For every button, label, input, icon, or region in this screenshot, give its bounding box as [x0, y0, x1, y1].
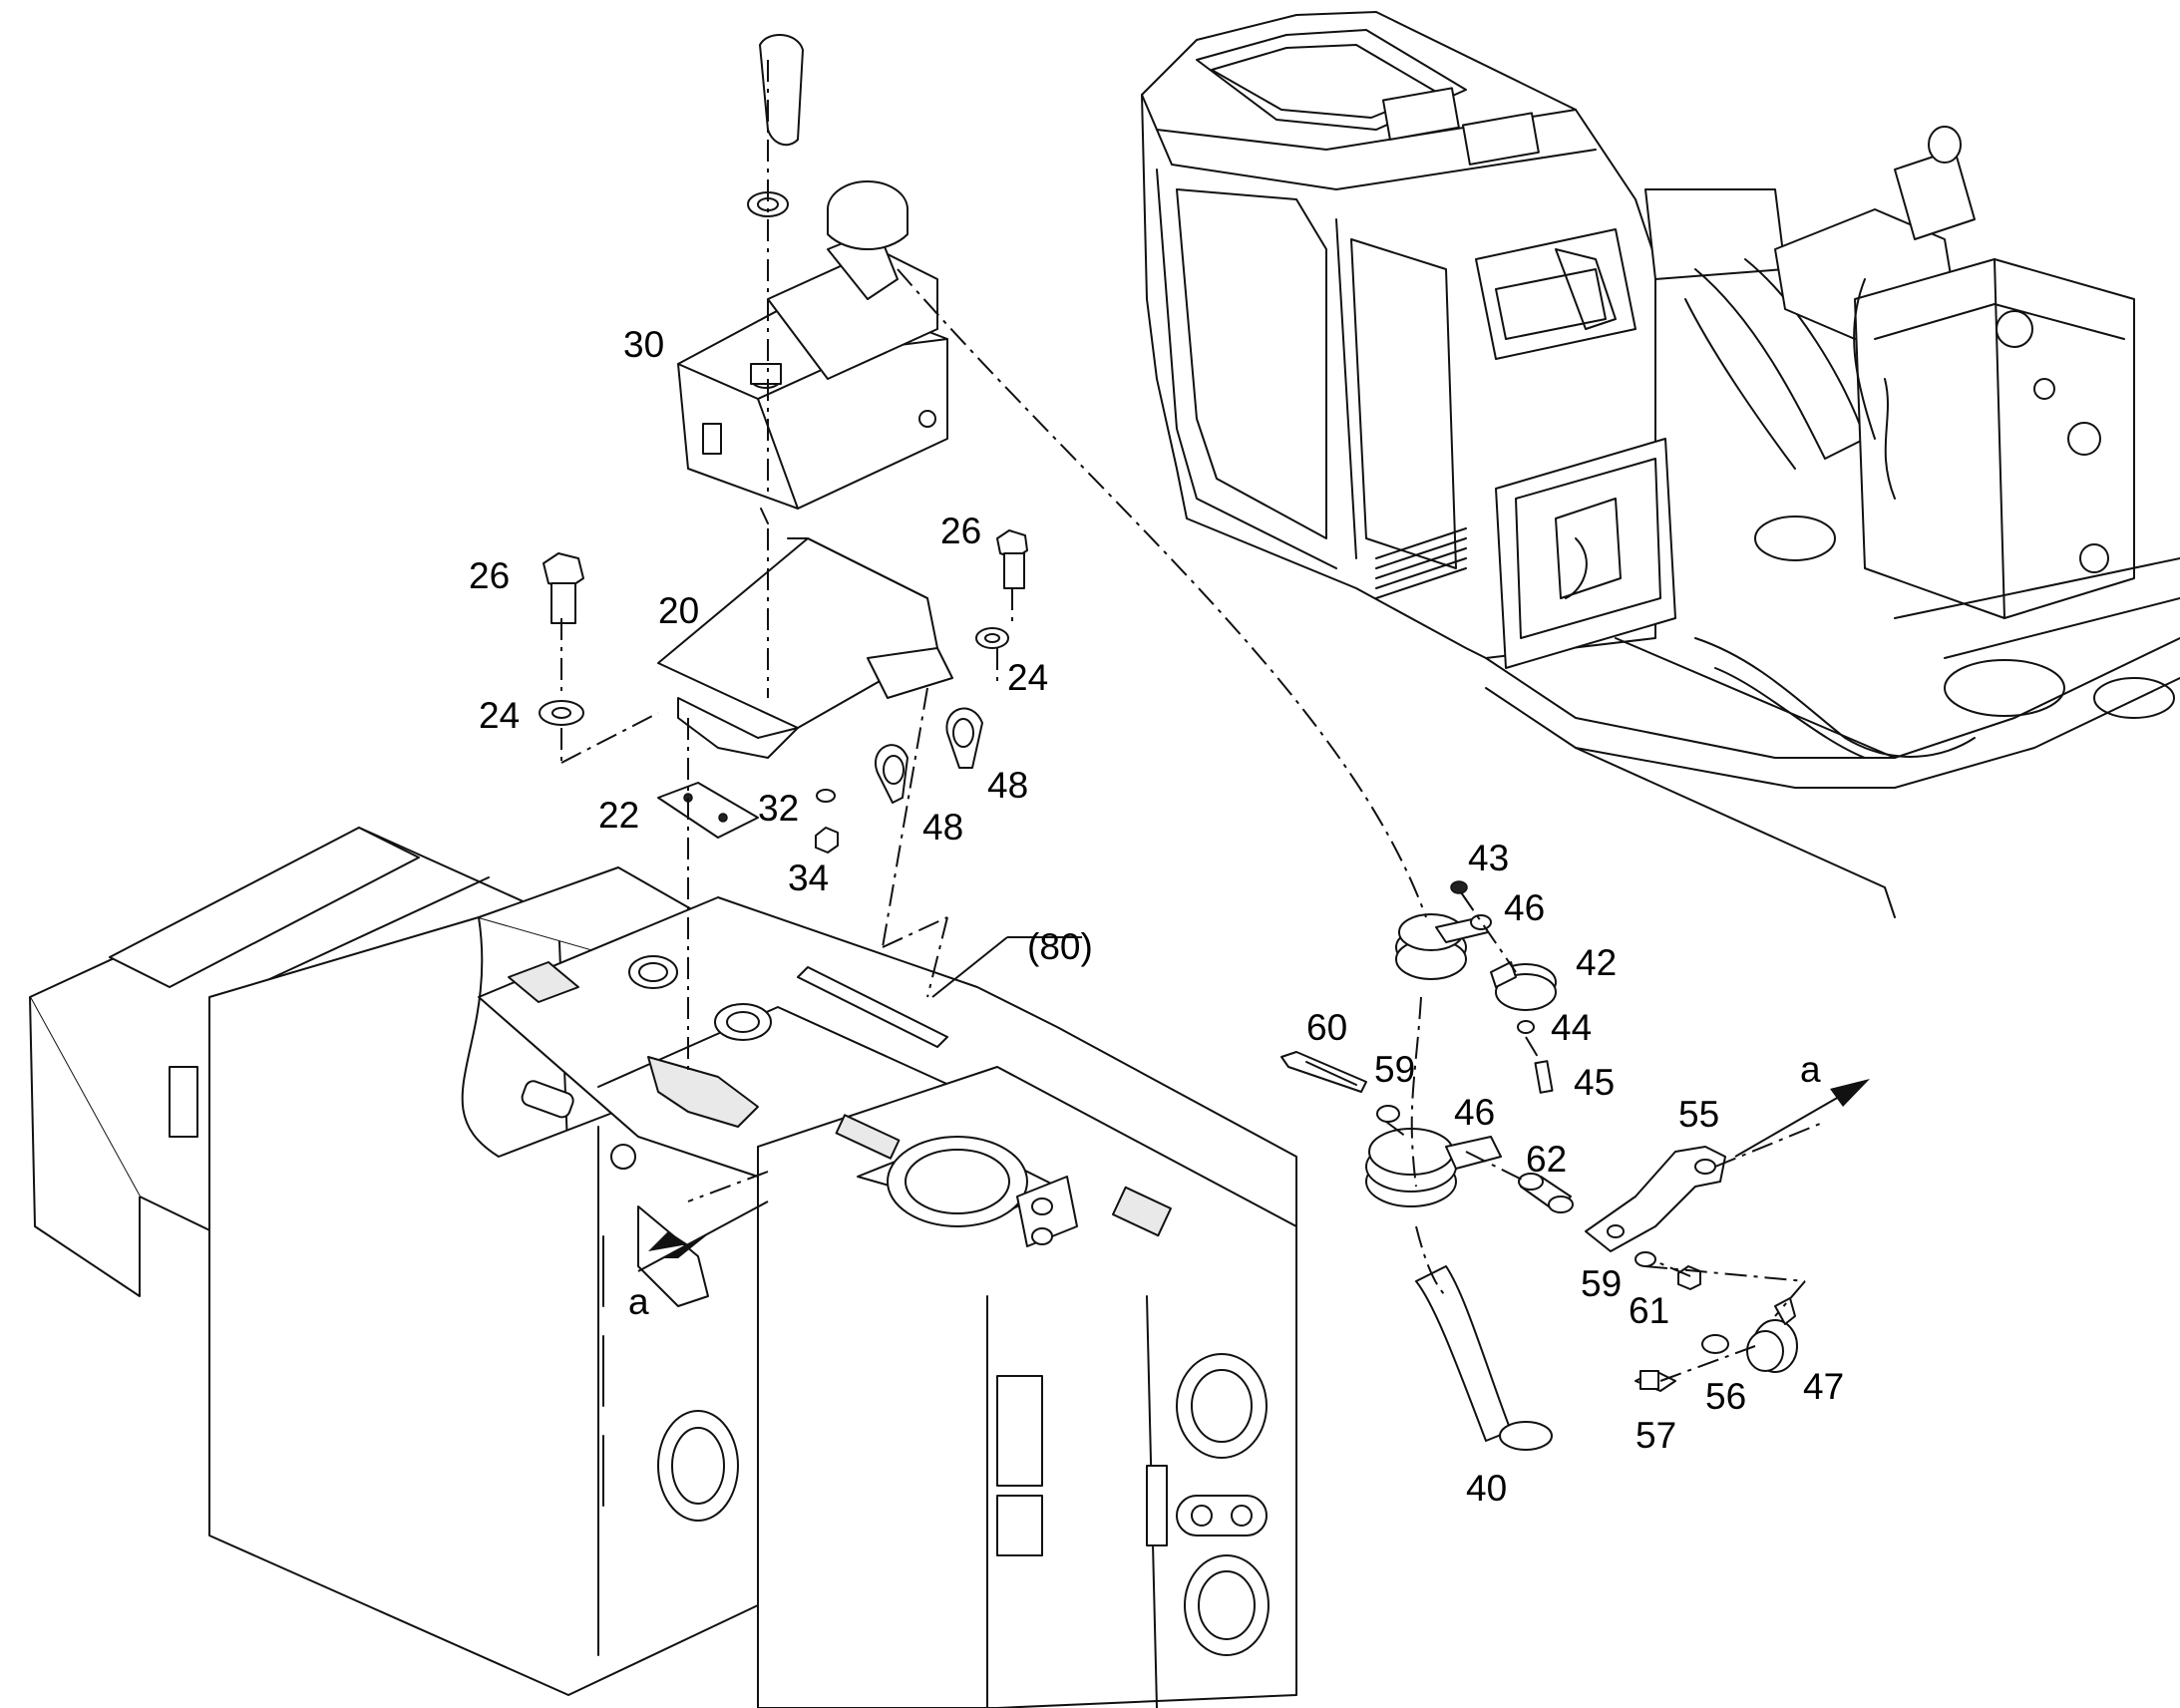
- clamp-part-48-b: [945, 707, 983, 769]
- callout-61: 61: [1629, 1290, 1669, 1331]
- bolt-part-26-right: [996, 529, 1028, 589]
- callout-55: 55: [1678, 1094, 1719, 1135]
- ring-clip: [747, 191, 789, 217]
- callout-45: 45: [1574, 1062, 1615, 1103]
- callout-labels: 30 26 26 20 24 24 22 32 34 48 48 (80) 43…: [469, 324, 1844, 1509]
- tank-frame-assembly: [29, 827, 1297, 1708]
- washer-part-32: [816, 789, 836, 803]
- callout-46-upper: 46: [1504, 887, 1545, 928]
- callout-42: 42: [1576, 942, 1617, 983]
- view-mark-a-left: a: [628, 1281, 649, 1322]
- clamp-part-48-a: [875, 744, 908, 804]
- nut-part-61: [1677, 1265, 1701, 1290]
- spacer-part-62: [1518, 1173, 1574, 1213]
- view-mark-a-right: a: [1800, 1049, 1821, 1090]
- mounting-plate-part-20: [657, 537, 953, 759]
- bracket-part-55: [1585, 1146, 1726, 1252]
- view-arrow-a-left: [637, 1200, 769, 1272]
- callout-43: 43: [1468, 838, 1509, 878]
- callout-20: 20: [658, 590, 699, 631]
- clamp-part-47: [1746, 1297, 1798, 1373]
- view-arrow-a-right: [1734, 1079, 1870, 1158]
- callout-48-right: 48: [987, 765, 1028, 806]
- callout-26-left: 26: [469, 555, 510, 596]
- washer-part-24-right: [975, 627, 1009, 649]
- lever-boot: [759, 33, 804, 147]
- callout-59-upper: 59: [1374, 1049, 1415, 1090]
- callout-22: 22: [598, 795, 639, 836]
- clamp-part-46-large: [1365, 1128, 1502, 1207]
- callout-24-left: 24: [479, 695, 520, 736]
- callout-46-lower: 46: [1454, 1092, 1495, 1133]
- bolt-part-26-left: [543, 552, 584, 624]
- clamp-part-42: [1490, 961, 1557, 1011]
- washer-part-24-left: [539, 700, 584, 726]
- hose-part-40: [1415, 1265, 1553, 1451]
- callout-47: 47: [1803, 1366, 1844, 1407]
- callout-24-right: 24: [1007, 657, 1048, 698]
- callout-57: 57: [1635, 1415, 1676, 1456]
- callout-62: 62: [1526, 1139, 1567, 1180]
- callout-59-lower: 59: [1581, 1263, 1622, 1304]
- control-box-part-30: [677, 180, 948, 524]
- bolt-part-45: [1534, 1060, 1554, 1094]
- callout-26-right: 26: [940, 511, 981, 551]
- callout-32: 32: [758, 788, 799, 829]
- excavator-cab-assembly: [1141, 11, 2180, 918]
- callout-48-left: 48: [922, 807, 963, 848]
- washer-part-56: [1701, 1334, 1729, 1354]
- callout-30: 30: [623, 324, 664, 365]
- callout-56: 56: [1705, 1376, 1746, 1417]
- washer-part-59-lower: [1635, 1251, 1656, 1267]
- callout-80: (80): [1027, 926, 1093, 967]
- callout-40: 40: [1466, 1468, 1507, 1509]
- nut-part-43: [1450, 880, 1468, 894]
- washer-part-46-small: [1470, 914, 1492, 930]
- callout-34: 34: [788, 857, 829, 898]
- nut-part-34: [815, 827, 839, 854]
- callout-60: 60: [1306, 1007, 1347, 1048]
- bolt-part-57: [1635, 1370, 1676, 1392]
- callout-44: 44: [1551, 1007, 1592, 1048]
- small-plate-part-22: [657, 782, 759, 839]
- washer-part-59-upper: [1376, 1105, 1400, 1123]
- bolt-part-60: [1280, 1051, 1367, 1093]
- washer-part-44: [1517, 1020, 1535, 1034]
- assembly-centerlines: [560, 60, 1826, 1382]
